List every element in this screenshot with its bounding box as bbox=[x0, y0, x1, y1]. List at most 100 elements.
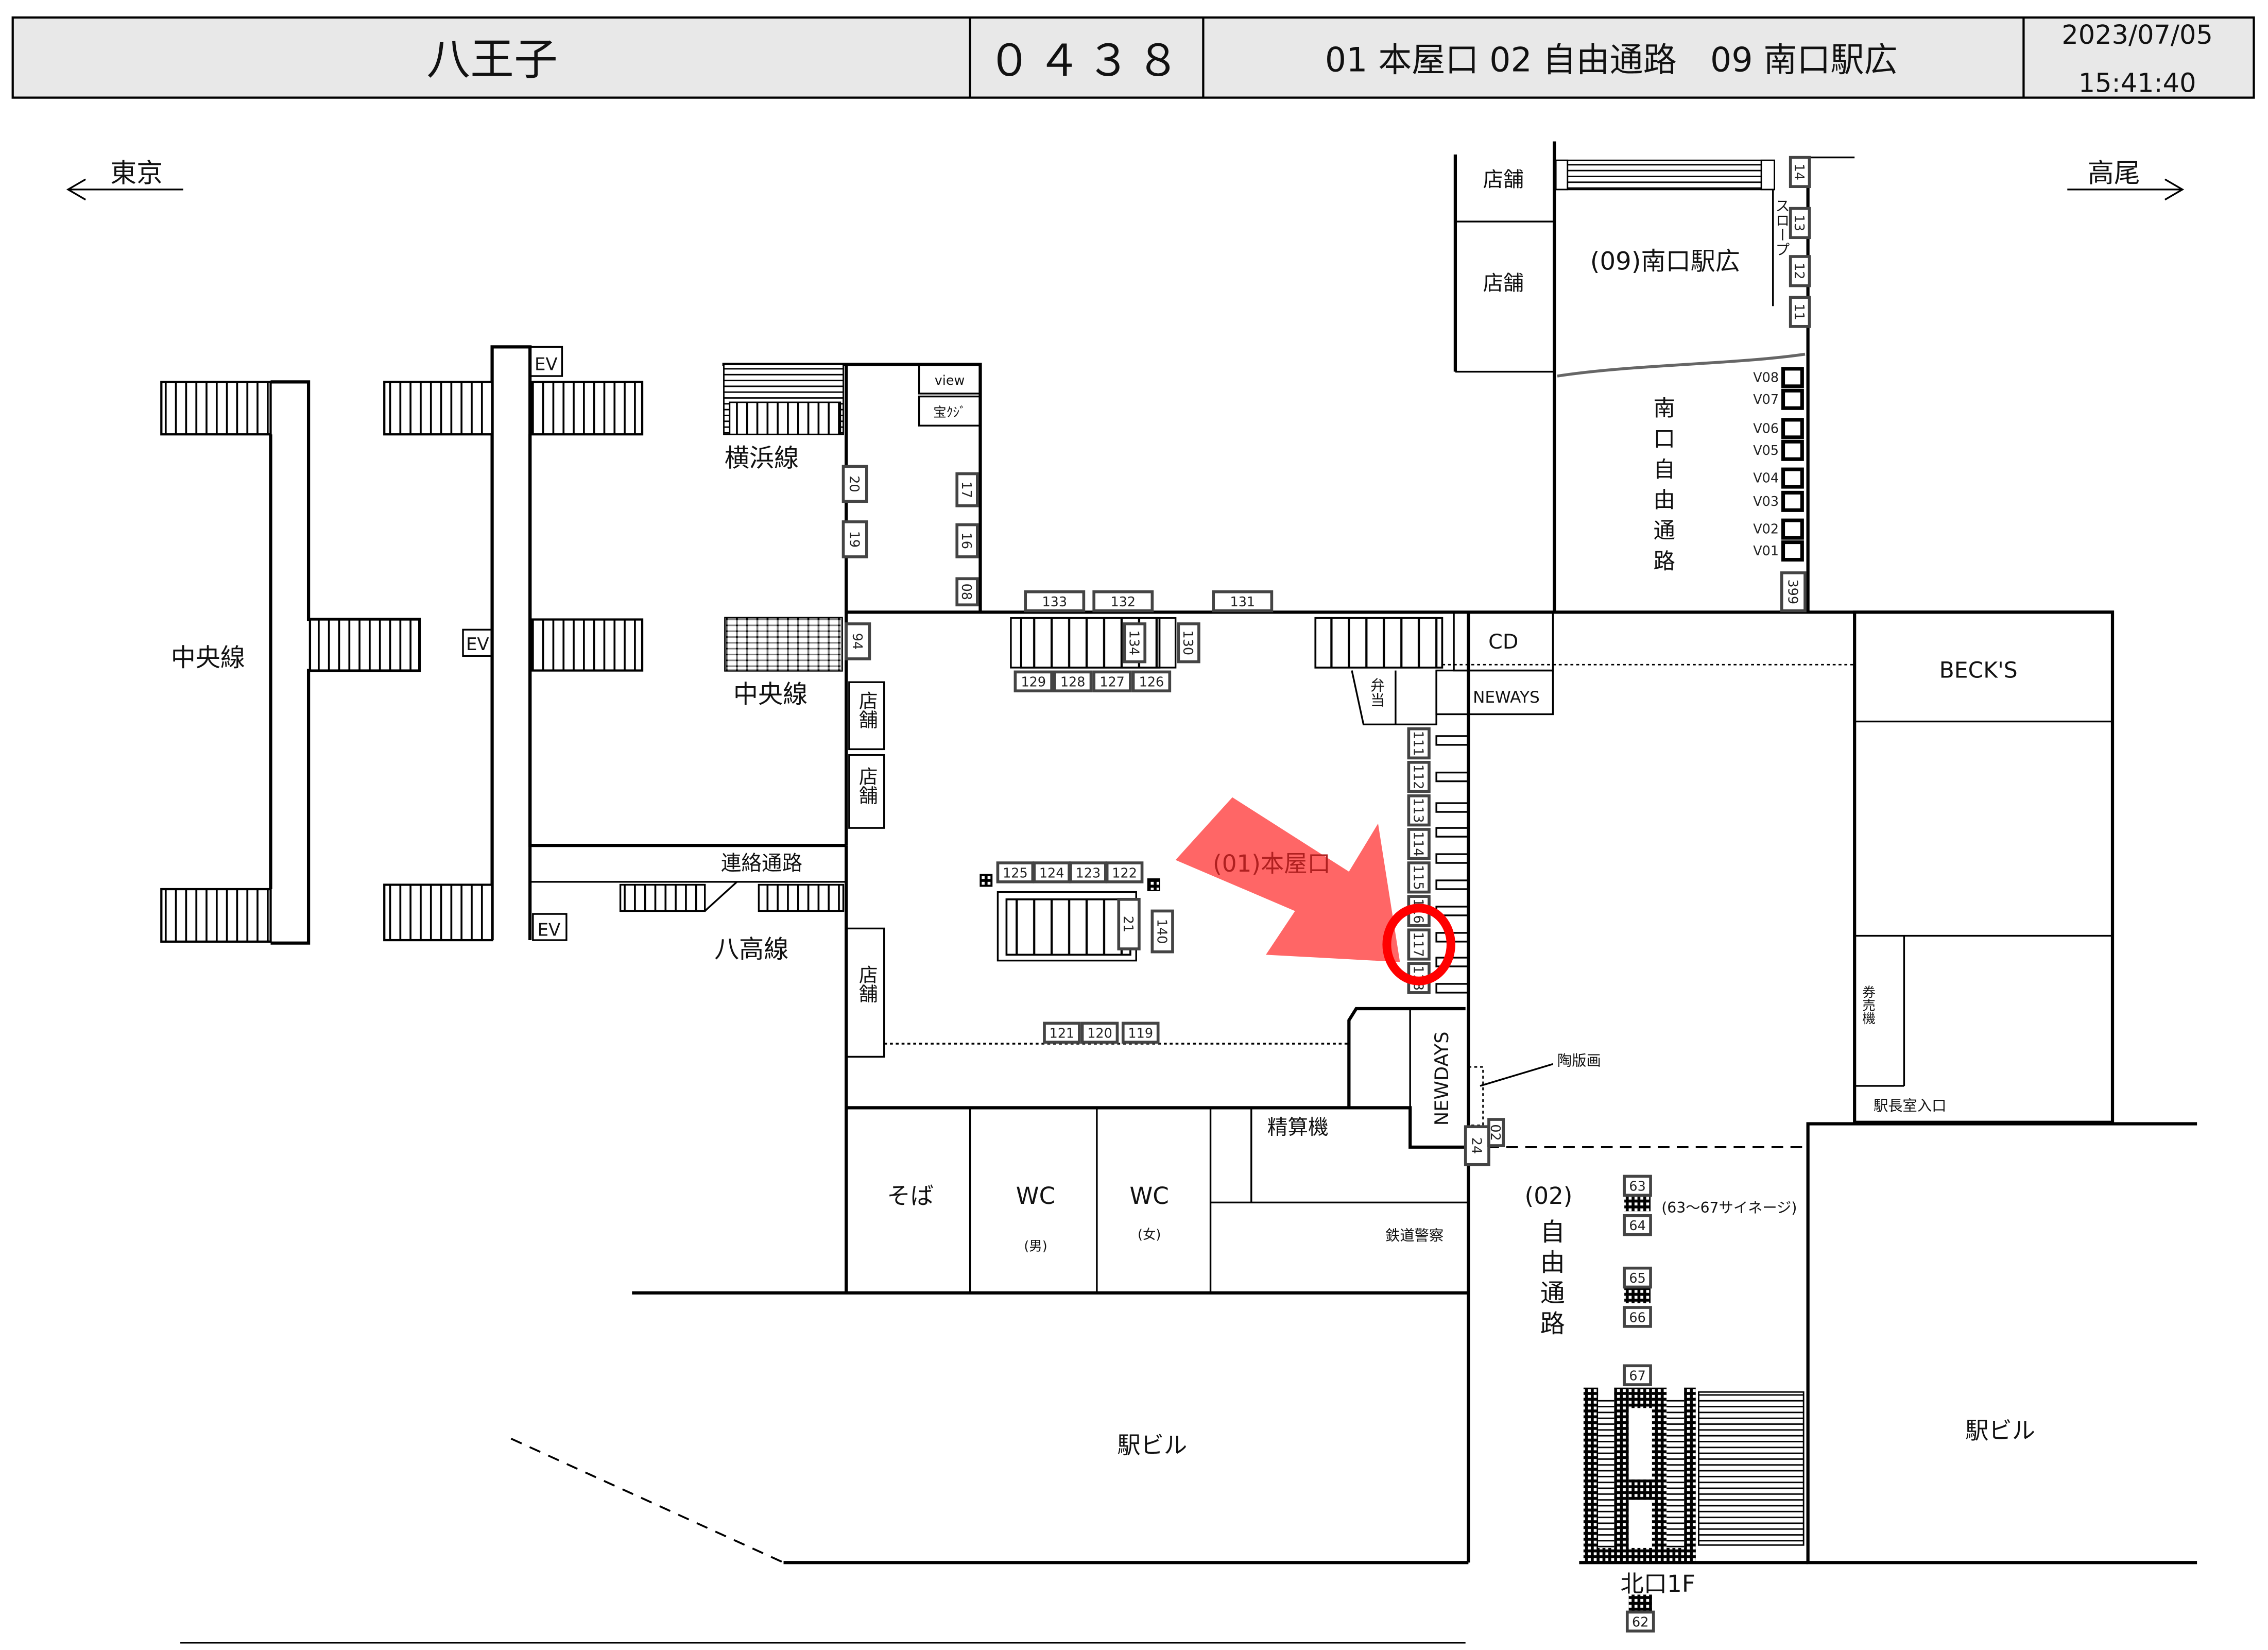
east-area: BECK'S 券売機 駅長室入口 駅ビル (02) 自由通路 (63～67サイネ… bbox=[1468, 610, 2197, 1612]
svg-text:宝ｸｼﾞ: 宝ｸｼﾞ bbox=[933, 405, 966, 420]
gate-label: 134 bbox=[1126, 631, 1142, 656]
gate-box bbox=[1123, 622, 1147, 664]
gate-box bbox=[1623, 1175, 1652, 1197]
gate-119: 119 bbox=[1121, 1022, 1160, 1044]
gate-label: 113 bbox=[1410, 798, 1425, 823]
vending-slot bbox=[1781, 490, 1804, 512]
svg-text:店舗: 店舗 bbox=[855, 965, 878, 1003]
gate-box bbox=[1407, 727, 1431, 760]
gate-127: 127 bbox=[1092, 670, 1132, 693]
gate-label: 08 bbox=[958, 584, 974, 600]
svg-text:東京: 東京 bbox=[110, 159, 163, 189]
gate-box bbox=[1623, 1214, 1652, 1236]
gate-box bbox=[1789, 255, 1811, 287]
svg-text:自由通路: 自由通路 bbox=[1536, 1218, 1565, 1341]
gate-box bbox=[1024, 590, 1086, 613]
vending-label: V02 bbox=[1753, 522, 1779, 537]
svg-text:店舗: 店舗 bbox=[855, 767, 878, 805]
gate-label: 124 bbox=[1039, 865, 1064, 881]
gate-113: 113 bbox=[1407, 794, 1431, 827]
time: 15:41:40 bbox=[2078, 68, 2196, 98]
elevator-marker bbox=[1147, 878, 1160, 891]
svg-text:南口自由通路: 南口自由通路 bbox=[1650, 397, 1675, 581]
direction-right: 高尾 bbox=[2067, 159, 2185, 201]
svg-text:駅ビル: 駅ビル bbox=[1965, 1417, 2035, 1444]
gate-label: 64 bbox=[1629, 1218, 1645, 1234]
exit-list: 01 本屋口 02 自由通路 09 南口駅広 bbox=[1325, 41, 1898, 80]
svg-text:(男): (男) bbox=[1024, 1239, 1047, 1254]
elevator-marker bbox=[980, 874, 993, 887]
svg-text:店舗: 店舗 bbox=[1483, 168, 1524, 192]
gate-133: 133 bbox=[1024, 590, 1086, 613]
gate-box bbox=[1625, 1610, 1655, 1633]
gate-16: 16 bbox=[955, 523, 979, 558]
gate-box bbox=[1121, 1022, 1160, 1044]
gate-box bbox=[1212, 590, 1274, 613]
vending-slot bbox=[1781, 518, 1804, 540]
svg-text:EV: EV bbox=[535, 354, 558, 375]
gate-122: 122 bbox=[1105, 861, 1144, 883]
svg-text:駅長室入口: 駅長室入口 bbox=[1874, 1097, 1946, 1114]
gate-17: 17 bbox=[955, 472, 979, 507]
gate-20: 20 bbox=[841, 465, 868, 503]
highlight-arrow: (01)本屋口 bbox=[1175, 797, 1400, 962]
svg-text:中央線: 中央線 bbox=[171, 643, 245, 672]
gate-label: 122 bbox=[1112, 865, 1137, 881]
gate-box bbox=[841, 465, 868, 503]
gate-123: 123 bbox=[1069, 861, 1107, 883]
gate-label: 123 bbox=[1076, 865, 1101, 881]
station-code: ０４３８ bbox=[988, 36, 1186, 87]
svg-text:WC: WC bbox=[1130, 1182, 1169, 1210]
gate-94: 94 bbox=[845, 622, 871, 660]
gate-box bbox=[1407, 794, 1431, 827]
gate-label: 94 bbox=[849, 633, 865, 650]
gate-box bbox=[1033, 861, 1071, 883]
gate-label: 128 bbox=[1060, 675, 1086, 690]
gate-111: 111 bbox=[1407, 727, 1431, 760]
platform-chuo-left: 中央線 bbox=[160, 380, 421, 945]
gate-label: 133 bbox=[1042, 594, 1067, 610]
gate-box bbox=[1407, 761, 1431, 793]
concourse: CD NEWAYS 弁当 NEWDAYS 陶版画 精算機 そば WC (男) W… bbox=[180, 610, 2114, 1644]
svg-text:(02): (02) bbox=[1525, 1182, 1573, 1210]
svg-text:北口1F: 北口1F bbox=[1621, 1570, 1695, 1597]
gate-115: 115 bbox=[1407, 861, 1431, 894]
svg-text:view: view bbox=[935, 373, 965, 388]
gate-08: 08 bbox=[955, 577, 979, 607]
gate-box bbox=[955, 577, 979, 607]
gate-box bbox=[996, 861, 1035, 883]
gate-label: 14 bbox=[1791, 164, 1807, 180]
gate-19: 19 bbox=[841, 520, 868, 558]
gate-134: 134 bbox=[1123, 622, 1147, 664]
gate-117: 117 bbox=[1407, 928, 1431, 961]
vending-label: V07 bbox=[1753, 392, 1779, 407]
gate-124: 124 bbox=[1033, 861, 1071, 883]
gate-box bbox=[1789, 296, 1811, 328]
header-bar: 八王子 ０４３８ 01 本屋口 02 自由通路 09 南口駅広 2023/07/… bbox=[11, 16, 2255, 99]
svg-text:横浜線: 横浜線 bbox=[725, 444, 799, 472]
vending-label: V08 bbox=[1753, 370, 1779, 385]
gate-label: 62 bbox=[1632, 1615, 1648, 1630]
gate-02: 02 bbox=[1487, 1118, 1505, 1147]
gate-label: 63 bbox=[1629, 1179, 1645, 1195]
svg-text:EV: EV bbox=[538, 920, 561, 941]
gate-label: 20 bbox=[846, 475, 862, 492]
gate-box bbox=[1789, 207, 1811, 240]
gate-21: 21 bbox=[1117, 897, 1141, 950]
gate-label: 140 bbox=[1154, 919, 1169, 944]
svg-text:店舗: 店舗 bbox=[855, 691, 878, 729]
highlight-circle bbox=[1382, 904, 1455, 985]
south-exit-area: 店舗 店舗 (09)南口駅広 スロープ 南口自由通路 V08V07V06V05V… bbox=[1453, 141, 1855, 613]
gate-64: 64 bbox=[1623, 1214, 1652, 1236]
svg-text:連絡通路: 連絡通路 bbox=[721, 852, 802, 875]
yokohama-block: view 宝ｸｼﾞ 横浜線 中央線 店舗 店舗 店舗 bbox=[722, 363, 982, 1058]
gate-62: 62 bbox=[1625, 1610, 1655, 1633]
gate-120: 120 bbox=[1080, 1022, 1119, 1044]
gate-130: 130 bbox=[1177, 622, 1200, 664]
vending-label: V04 bbox=[1753, 471, 1779, 486]
gate-box bbox=[955, 523, 979, 558]
gate-label: 115 bbox=[1410, 865, 1425, 890]
gate-label: 17 bbox=[958, 482, 974, 498]
